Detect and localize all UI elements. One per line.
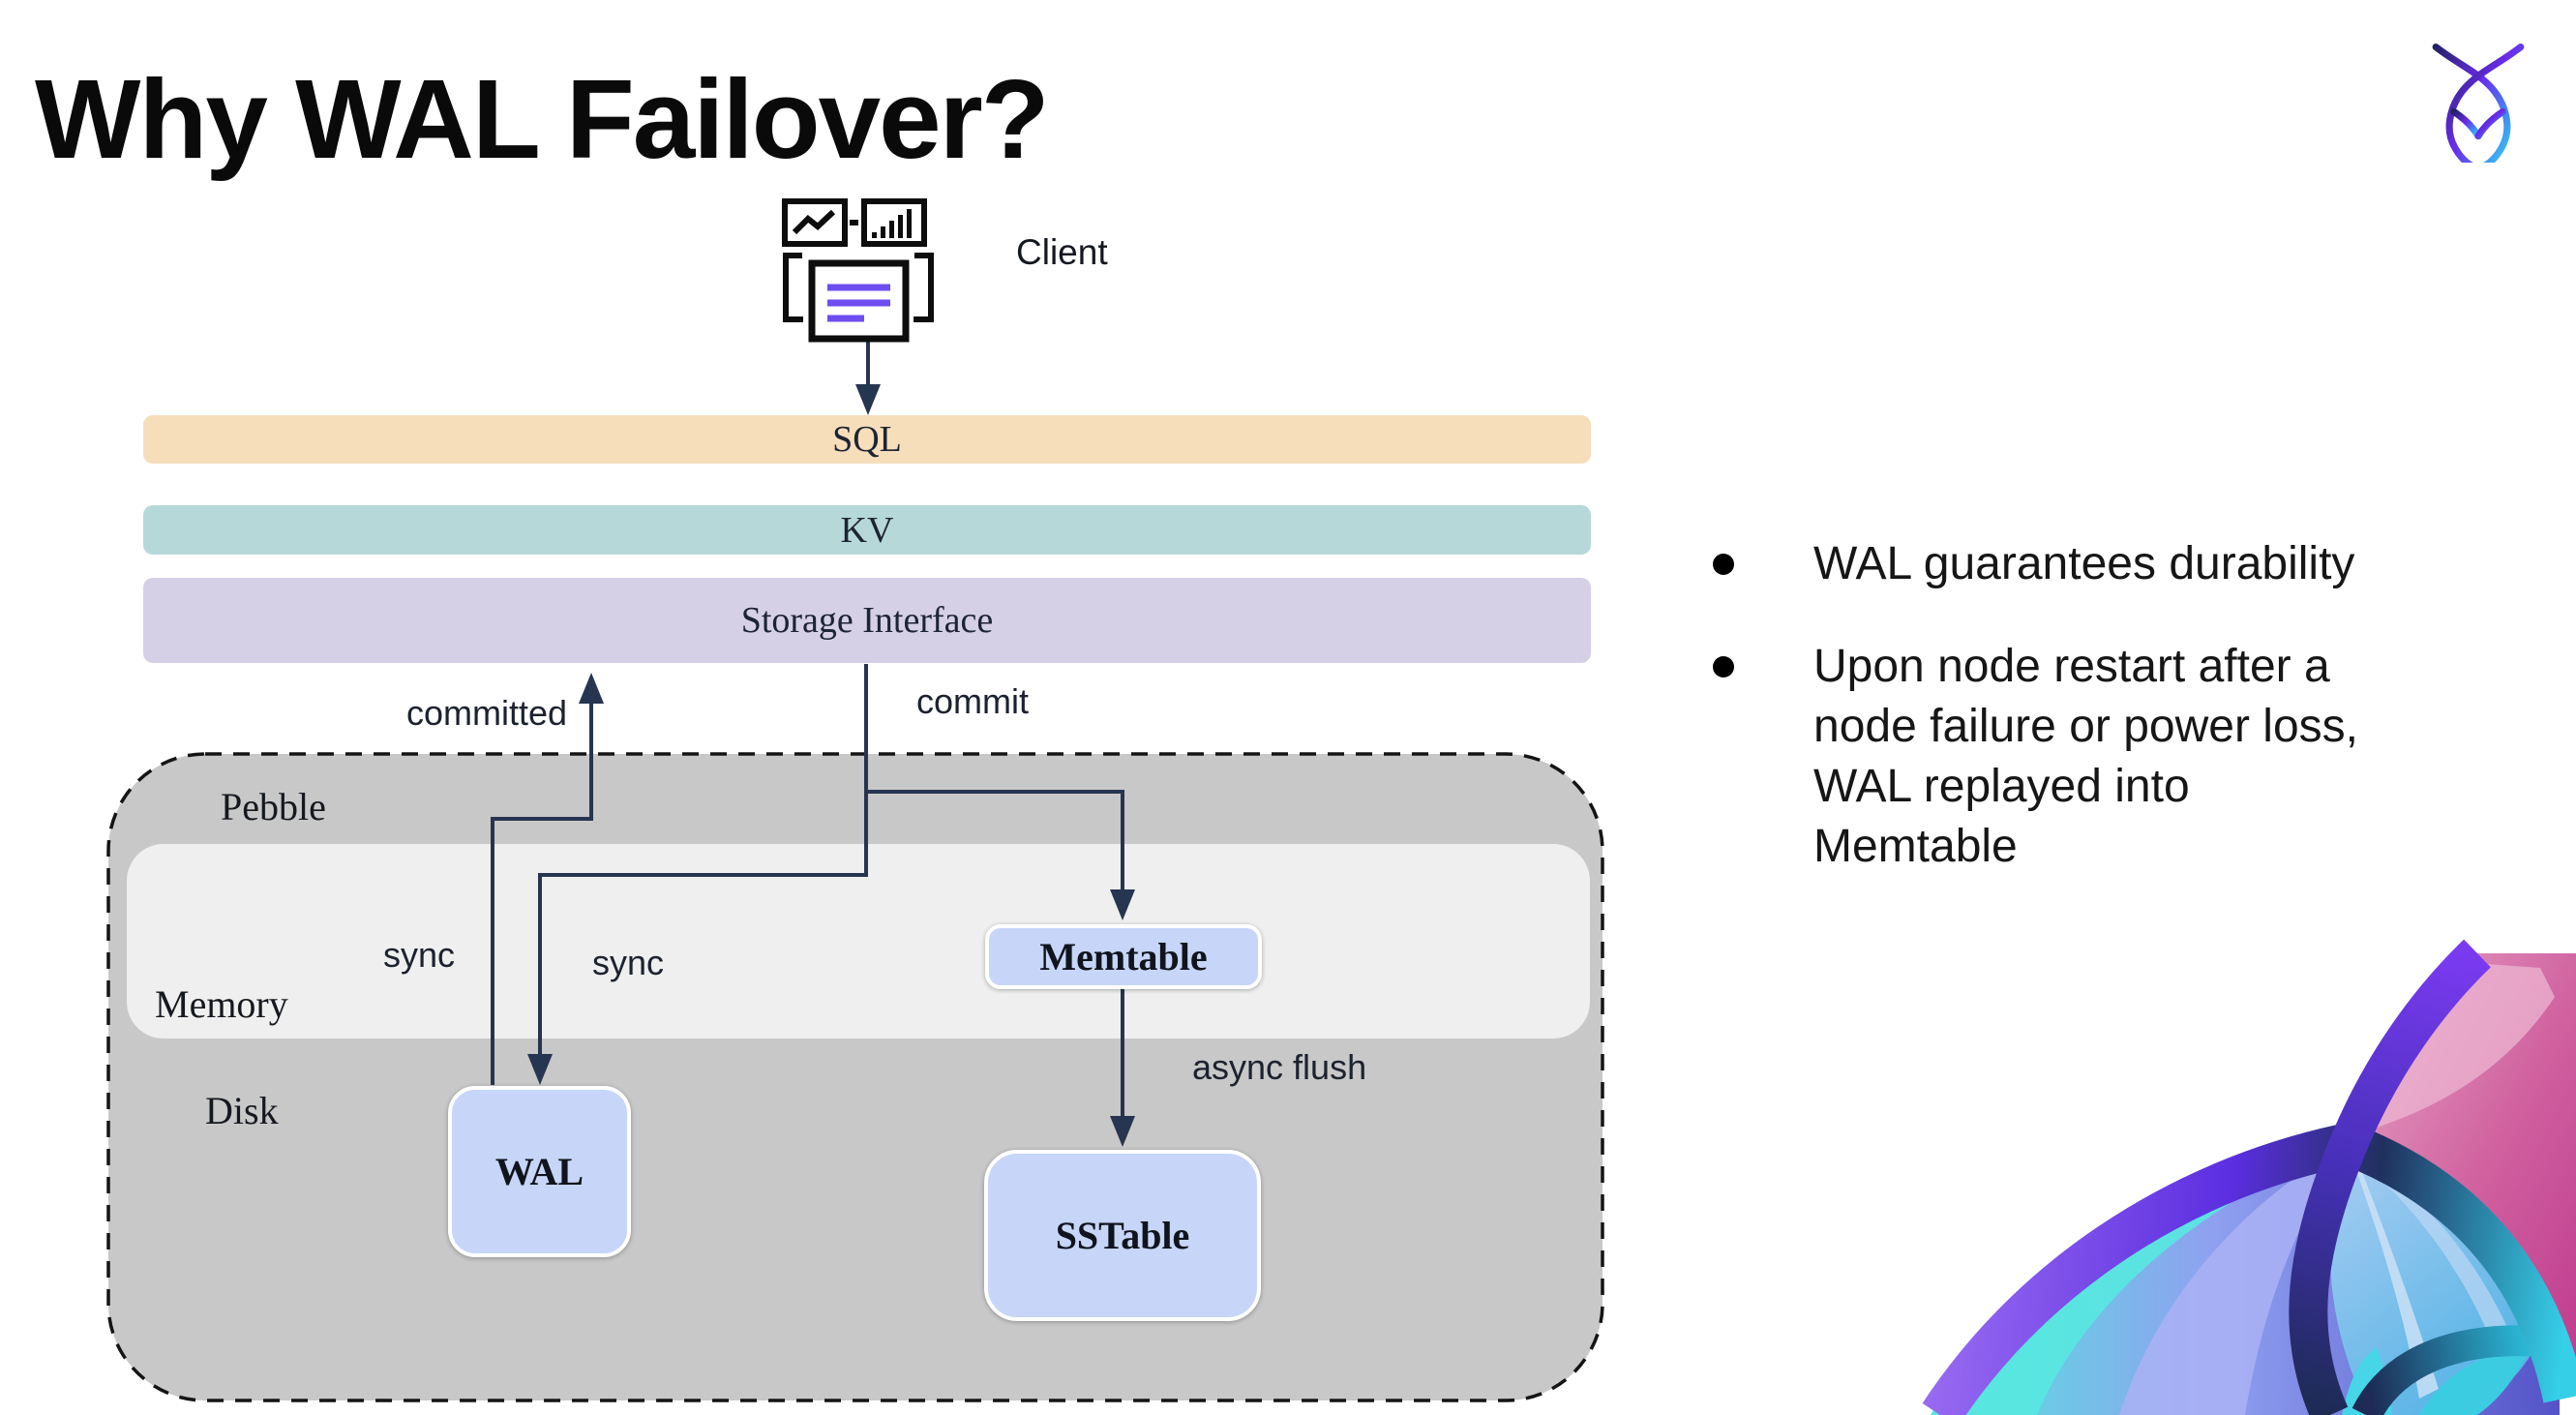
edge-label-commit: commit — [916, 681, 1029, 721]
disk-label: Disk — [205, 1089, 279, 1132]
line-chart-icon — [782, 198, 848, 247]
arrowhead-sql — [855, 384, 881, 415]
layer-label-kv: KV — [840, 509, 894, 551]
layer-bar-kv: KV — [143, 505, 1591, 555]
edge-commit-sync-wal — [538, 664, 868, 1056]
client-label: Client — [1016, 232, 1108, 272]
edge-label-committed: committed — [406, 693, 568, 733]
document-icon — [783, 253, 934, 343]
edge-committed — [491, 704, 593, 1085]
node-sstable: SSTable — [984, 1150, 1261, 1321]
arrowhead-storage — [579, 673, 604, 704]
node-sstable-label: SSTable — [1055, 1214, 1190, 1257]
slide-title: Why WAL Failover? — [35, 56, 1050, 182]
bullet-dot — [1713, 554, 1734, 575]
layer-label-storage: Storage Interface — [740, 600, 994, 641]
edge-label-sync-left: sync — [383, 935, 456, 975]
bullet-dot — [1713, 656, 1734, 677]
arrowhead-memtable — [1110, 889, 1135, 920]
cockroachdb-logo-icon — [2432, 44, 2525, 163]
client-icon — [782, 198, 934, 343]
memory-label: Memory — [155, 982, 288, 1026]
bullet-text: Upon node restart after a node failure o… — [1813, 641, 2358, 872]
layer-bar-storage: Storage Interface — [143, 578, 1591, 663]
bar-chart-icon — [861, 198, 927, 247]
connector-lines — [491, 341, 1124, 1116]
arrowhead-sstable — [1110, 1116, 1135, 1147]
arrowhead-wal — [527, 1054, 553, 1085]
node-memtable-label: Memtable — [1039, 935, 1208, 978]
node-wal-label: WAL — [494, 1150, 584, 1193]
bullet-text: WAL guarantees durability — [1813, 538, 2355, 589]
edge-label-sync-right: sync — [592, 943, 665, 982]
bullet-item: Upon node restart after a node failure o… — [1713, 637, 2390, 877]
edge-label-async-flush: async flush — [1192, 1047, 1367, 1087]
node-memtable: Memtable — [985, 924, 1262, 989]
arrowheads — [527, 384, 1135, 1147]
layer-label-sql: SQL — [832, 419, 902, 460]
layer-bar-sql: SQL — [143, 415, 1591, 464]
cockroachdb-corner-art — [1922, 939, 2576, 1415]
edge-commit-memtable — [866, 790, 1124, 891]
dash-separator — [850, 220, 858, 226]
bullet-list: WAL guarantees durability Upon node rest… — [1713, 534, 2390, 919]
bullet-item: WAL guarantees durability — [1713, 534, 2390, 594]
pebble-label: Pebble — [221, 785, 326, 828]
node-wal: WAL — [448, 1086, 631, 1257]
